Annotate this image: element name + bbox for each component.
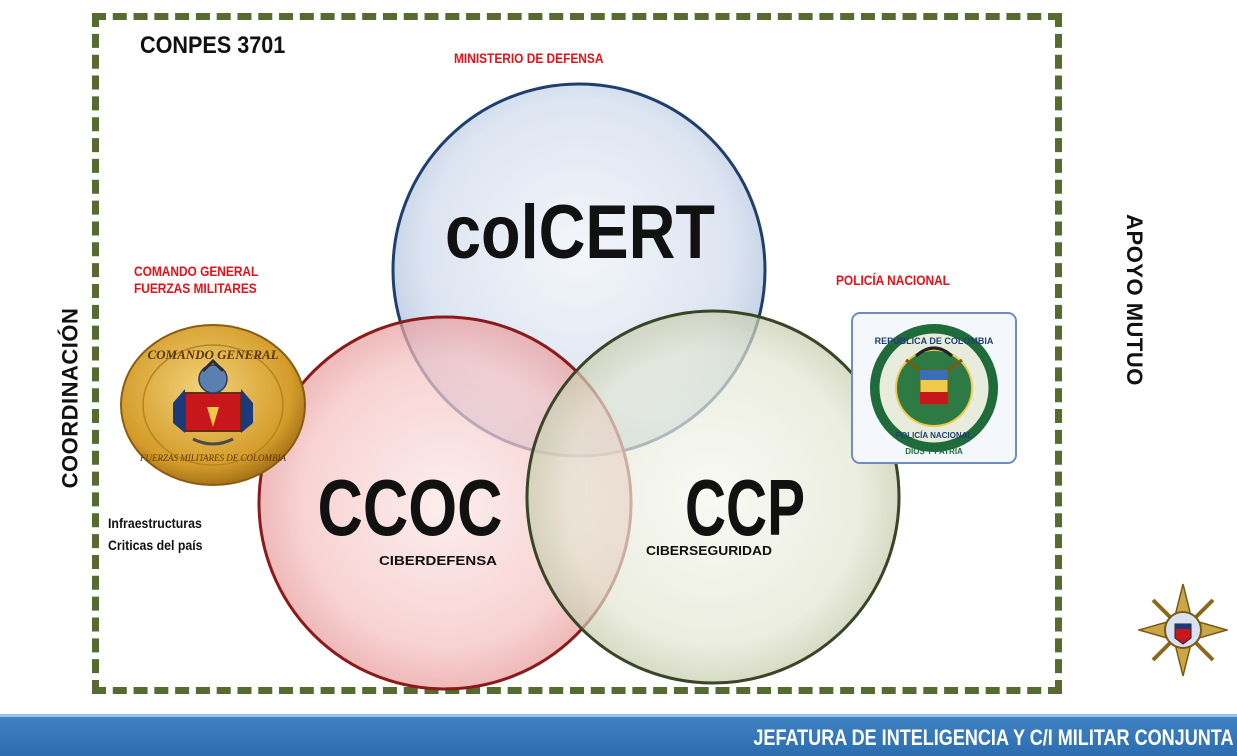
military-seal-bottom-text: FUERZAS MILITARES DE COLOMBIA <box>139 453 287 463</box>
police-seal-motto: DIOS Y PATRIA <box>905 447 963 456</box>
frame-title: CONPES 3701 <box>140 32 286 59</box>
military-seal-arc-text: COMANDO GENERAL <box>147 347 278 362</box>
infrastructure-note: Infraestructuras Criticas del país <box>108 515 203 553</box>
ministry-label: MINISTERIO DE DEFENSA <box>454 50 604 66</box>
circle-ccp <box>525 309 901 685</box>
military-command-label: COMANDO GENERAL FUERZAS MILITARES <box>134 263 259 296</box>
colcert-label: colCERT <box>445 190 715 275</box>
police-seal: REPÚBLICA DE COLOMBIA POLICÍA NACIONAL D… <box>851 312 1017 464</box>
ciberdefensa-label: CIBERDEFENSA <box>379 553 498 568</box>
military-seal: COMANDO GENERAL FUERZAS MILITARES DE COL… <box>120 324 306 486</box>
police-seal-arc-text: REPÚBLICA DE COLOMBIA <box>875 335 994 346</box>
joint-intelligence-emblem <box>1138 583 1228 677</box>
footer-bar: JEFATURA DE INTELIGENCIA Y C/I MILITAR C… <box>0 714 1237 756</box>
ccoc-label: CCOC <box>318 463 503 552</box>
footer-text: JEFATURA DE INTELIGENCIA Y C/I MILITAR C… <box>752 725 1233 750</box>
coordination-frame <box>92 13 1062 694</box>
ccp-label: CCP <box>685 463 805 552</box>
police-label: POLICÍA NACIONAL <box>836 272 950 288</box>
police-seal-bottom-text: POLICÍA NACIONAL <box>896 431 973 440</box>
ciberseguridad-label: CIBERSEGURIDAD <box>646 543 772 558</box>
